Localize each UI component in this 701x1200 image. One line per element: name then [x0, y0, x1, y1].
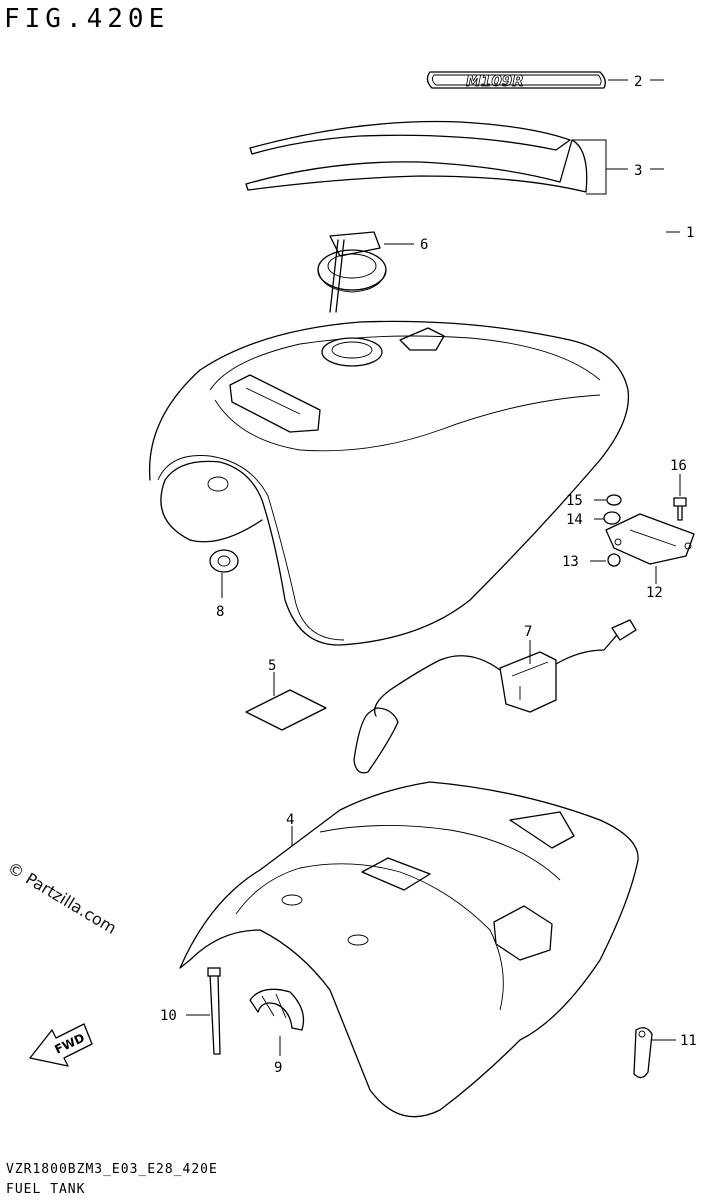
- part-1-fuel-tank[interactable]: [148, 320, 630, 646]
- part-13-screw[interactable]: [607, 553, 621, 567]
- callout-12: 12: [646, 585, 663, 601]
- callout-16: 16: [670, 458, 687, 474]
- fwd-label: FWD: [52, 1031, 86, 1057]
- part-5-pad[interactable]: [245, 689, 327, 731]
- part-3-stripe-decals[interactable]: [245, 120, 588, 193]
- part-4-tank-cover[interactable]: [179, 781, 639, 1118]
- callout-5: 5: [268, 658, 276, 674]
- footer-code: VZR1800BZM3_E03_E28_420E: [6, 1162, 218, 1177]
- callout-15: 15: [566, 493, 583, 509]
- footer-title: FUEL TANK: [6, 1182, 86, 1197]
- callout-4: 4: [286, 812, 294, 828]
- callout-2: 2: [634, 74, 642, 90]
- part-7-fuel-level-sender[interactable]: [353, 619, 637, 774]
- callout-14: 14: [566, 512, 583, 528]
- callout-6: 6: [420, 237, 428, 253]
- callout-13: 13: [562, 554, 579, 570]
- leader-lines: [186, 79, 681, 1056]
- part-14-cushion[interactable]: [603, 511, 621, 525]
- part-12-bracket[interactable]: [605, 513, 695, 565]
- part-8-grommet[interactable]: [209, 549, 239, 573]
- callout-7: 7: [524, 624, 532, 640]
- callout-8: 8: [216, 604, 224, 620]
- part-10-cable-tie[interactable]: [207, 967, 221, 1055]
- part-15-cap-nut[interactable]: [606, 494, 622, 506]
- part-2-emblem[interactable]: M109R: [426, 71, 606, 90]
- callout-11: 11: [680, 1033, 697, 1049]
- figure-title: FIG.420E: [4, 4, 170, 34]
- emblem-text: M109R: [466, 72, 524, 90]
- fwd-arrow-icon: FWD: [29, 1023, 93, 1067]
- callout-10: 10: [160, 1008, 177, 1024]
- callout-1: 1: [686, 225, 694, 241]
- part-6-fuel-cap[interactable]: [317, 231, 387, 313]
- callout-9: 9: [274, 1060, 282, 1076]
- part-11-band[interactable]: [633, 1027, 653, 1079]
- callout-labels: 1 2 3 4 5 6 7 8 9 10 11 12 13 14 15 16: [160, 74, 697, 1076]
- part-9-clip[interactable]: [249, 988, 305, 1031]
- callout-3: 3: [634, 163, 642, 179]
- part-16-bolt[interactable]: [673, 497, 687, 521]
